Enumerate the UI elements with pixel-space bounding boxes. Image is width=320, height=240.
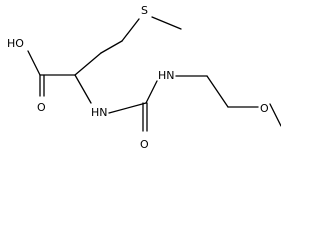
alpha-nh-label: HN [91, 106, 108, 119]
bond-ether-oxygen-to-methyl [269, 103, 281, 127]
bond-nh-to-urea-carbon [108, 102, 147, 114]
acid-carbonyl-oxygen-label: O [37, 101, 46, 114]
bond-ethyl-carbon-to-carbon [206, 75, 229, 108]
ether-oxygen-label: O [260, 102, 269, 115]
bond-hydroxyl-to-carboxyl-carbon [27, 50, 41, 76]
molecule-canvas: HO O S HN HN O O [7, 4, 281, 151]
bond-alpha-to-beta-carbon [74, 52, 102, 76]
bond-beta-to-gamma-carbon [100, 40, 123, 54]
bond-sulfur-to-methyl [151, 16, 182, 30]
sulfur-label: S [141, 4, 148, 17]
bond-urea-carbon-to-nh [145, 80, 158, 104]
urea-nh-label: HN [158, 69, 175, 82]
bond-gamma-carbon-to-sulfur [121, 18, 140, 42]
hydroxyl-label: HO [7, 37, 24, 50]
urea-carbonyl-oxygen-label: O [140, 138, 149, 151]
bond-alpha-carbon-to-nh [74, 74, 92, 104]
chemical-structure-diagram: HO O S HN HN O O [7, 4, 281, 151]
